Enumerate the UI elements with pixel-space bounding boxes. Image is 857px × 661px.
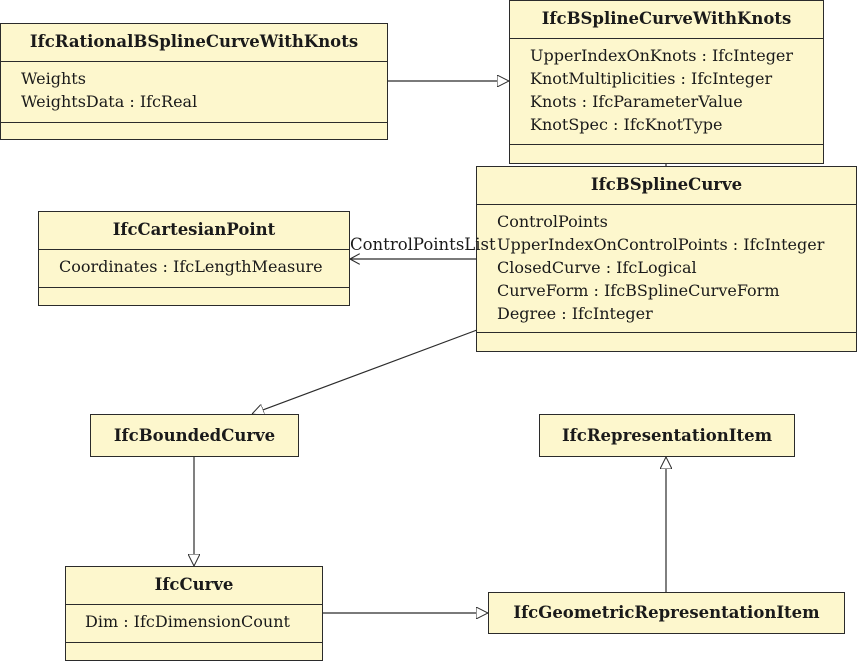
attribute-upper-index-on-knots: UpperIndexOnKnots : IfcInteger xyxy=(530,46,794,65)
class-name: IfcBSplineCurve xyxy=(590,175,743,194)
attribute-weights: Weights xyxy=(21,69,86,88)
class-ifc-rational-bspline-curve-with-knots[interactable]: IfcRationalBSplineCurveWithKnots Weights… xyxy=(0,23,388,140)
attribute-closed-curve: ClosedCurve : IfcLogical xyxy=(497,258,697,277)
attribute-knot-multiplicities: KnotMultiplicities : IfcInteger xyxy=(530,69,773,88)
operation-compartment xyxy=(39,287,349,305)
generalization-bspline-to-bounded xyxy=(252,329,478,414)
operation-compartment xyxy=(477,332,856,351)
class-ifc-bspline-curve[interactable]: IfcBSplineCurve ControlPoints UpperIndex… xyxy=(476,166,857,352)
operation-compartment xyxy=(1,122,387,139)
attribute-upper-index-on-control-points: UpperIndexOnControlPoints : IfcInteger xyxy=(497,235,825,254)
attribute-knot-spec: KnotSpec : IfcKnotType xyxy=(530,115,723,134)
class-name: IfcBoundedCurve xyxy=(113,426,276,445)
attribute-compartment: Dim : IfcDimensionCount xyxy=(66,604,322,642)
operation-compartment xyxy=(510,144,823,163)
class-name: IfcGeometricRepresentationItem xyxy=(513,603,820,622)
class-ifc-representation-item[interactable]: IfcRepresentationItem xyxy=(539,414,795,457)
attribute-curve-form: CurveForm : IfcBSplineCurveForm xyxy=(497,281,780,300)
class-ifc-bspline-curve-with-knots[interactable]: IfcBSplineCurveWithKnots UpperIndexOnKno… xyxy=(509,0,824,164)
class-ifc-bounded-curve[interactable]: IfcBoundedCurve xyxy=(90,414,299,457)
class-name: IfcBSplineCurveWithKnots xyxy=(541,9,792,28)
class-name: IfcRepresentationItem xyxy=(561,426,773,445)
operation-compartment xyxy=(66,642,322,660)
attribute-dim: Dim : IfcDimensionCount xyxy=(85,612,290,631)
attribute-control-points: ControlPoints xyxy=(497,212,608,231)
class-name: IfcCartesianPoint xyxy=(112,220,276,239)
class-name: IfcRationalBSplineCurveWithKnots xyxy=(29,32,359,51)
attribute-compartment: Weights WeightsData : IfcReal xyxy=(1,61,387,122)
attribute-weights-data: WeightsData : IfcReal xyxy=(21,92,198,111)
attribute-degree: Degree : IfcInteger xyxy=(497,304,653,323)
attribute-compartment: ControlPoints UpperIndexOnControlPoints … xyxy=(477,204,856,332)
class-ifc-curve[interactable]: IfcCurve Dim : IfcDimensionCount xyxy=(65,566,323,661)
class-ifc-geometric-representation-item[interactable]: IfcGeometricRepresentationItem xyxy=(488,592,845,634)
attribute-compartment: Coordinates : IfcLengthMeasure xyxy=(39,249,349,287)
class-name: IfcCurve xyxy=(154,575,234,594)
association-role-label: ControlPointsList xyxy=(350,235,496,254)
attribute-knots: Knots : IfcParameterValue xyxy=(530,92,743,111)
attribute-coordinates: Coordinates : IfcLengthMeasure xyxy=(59,257,323,276)
attribute-compartment: UpperIndexOnKnots : IfcInteger KnotMulti… xyxy=(510,38,823,144)
class-ifc-cartesian-point[interactable]: IfcCartesianPoint Coordinates : IfcLengt… xyxy=(38,211,350,306)
